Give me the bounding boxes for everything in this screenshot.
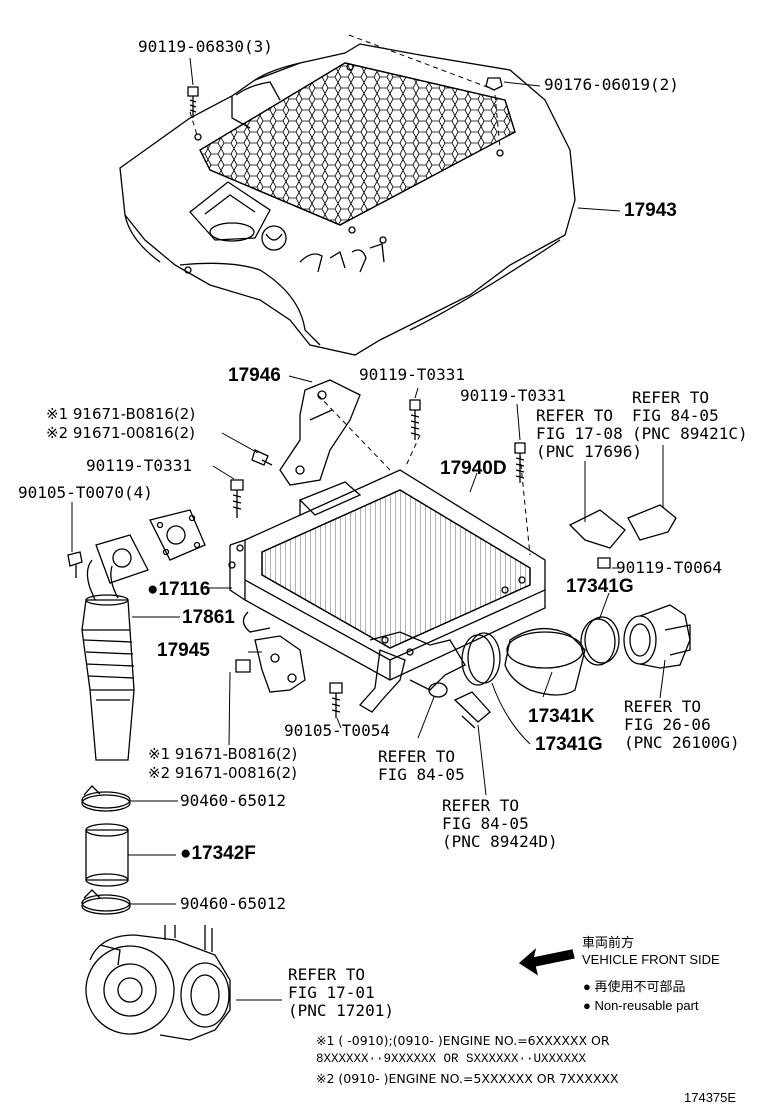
refer-line: REFER TO <box>632 388 710 407</box>
bolt-90119-t0331-a <box>409 399 421 440</box>
hose-17341k <box>504 627 586 696</box>
engine-cover-17943 <box>119 43 576 356</box>
sensor-89421c <box>627 504 677 541</box>
label-17940d: 17940D <box>440 458 507 479</box>
refer-fig-84-05-c: REFER TO FIG 84-05 (PNC 89424D) <box>442 797 558 851</box>
label-90176-06019: 90176-06019(2) <box>544 75 679 94</box>
label-17945: 17945 <box>157 640 210 661</box>
label-17341k: 17341K <box>528 706 595 727</box>
legend-front-en: VEHICLE FRONT SIDE <box>582 952 720 967</box>
bolt-90105-t0054 <box>329 682 343 718</box>
label-91671-b0816-b: ※1 91671-B0816(2) <box>148 745 298 763</box>
label-90460-65012-a: 90460-65012 <box>180 791 286 810</box>
label-17341g-a: 17341G <box>566 576 634 597</box>
hose-17342f <box>85 823 129 887</box>
bracket-17696 <box>568 509 626 549</box>
refer-line: FIG 84-05 <box>378 765 465 784</box>
pipe-17861 <box>81 559 135 761</box>
label-90119-t0331-a: 90119-T0331 <box>359 365 465 384</box>
label-17342f: ●17342F <box>180 843 256 864</box>
sensor-89424d <box>453 691 491 729</box>
refer-line: FIG 26-06 <box>624 715 711 734</box>
refer-fig-84-05-b: REFER TO FIG 84-05 <box>378 748 465 784</box>
bracket-17946 <box>279 379 361 486</box>
label-90119-t0331-b: 90119-T0331 <box>460 386 566 405</box>
label-17943: 17943 <box>624 200 677 221</box>
label-90119-06830: 90119-06830(3) <box>138 37 273 56</box>
refer-line: REFER TO <box>536 406 614 425</box>
refer-line: REFER TO <box>378 747 456 766</box>
refer-line: FIG 17-01 <box>288 983 375 1002</box>
note-1b: 8XXXXXX··9XXXXXX OR SXXXXXX··UXXXXXX <box>316 1052 587 1066</box>
gasket-17116 <box>95 509 206 584</box>
refer-line: REFER TO <box>442 796 520 815</box>
refer-fig-17-08: REFER TO FIG 17-08 (PNC 17696) <box>536 407 642 461</box>
bolt-91671-b0816-top <box>251 449 273 466</box>
intercooler-17940d <box>228 469 546 691</box>
clamp-17341g-left <box>461 632 501 686</box>
refer-fig-17-01: REFER TO FIG 17-01 (PNC 17201) <box>288 966 394 1020</box>
label-90119-t0064: 90119-T0064 <box>616 558 722 577</box>
clamp-90460-65012-a <box>81 785 131 812</box>
bolt-90119-t0064 <box>597 557 611 569</box>
refer-line: (PNC 17696) <box>536 442 642 461</box>
bolt-90119-t0331-b <box>514 442 526 483</box>
turbocharger <box>85 925 231 1041</box>
refer-fig-26-06: REFER TO FIG 26-06 (PNC 26100G) <box>624 698 740 752</box>
label-91671-b0816-a: ※1 91671-B0816(2) <box>46 405 196 423</box>
throttle-body <box>623 604 691 669</box>
refer-line: (PNC 26100G) <box>624 733 740 752</box>
label-90460-65012-b: 90460-65012 <box>180 894 286 913</box>
label-90105-t0054: 90105-T0054 <box>284 721 390 740</box>
label-17341g-b: 17341G <box>535 734 603 755</box>
refer-line: FIG 17-08 <box>536 424 623 443</box>
legend-nonreuse-jp: ● 再使用不可部品 <box>583 979 686 994</box>
note-2: ※2 (0910- )ENGINE NO.=5XXXXXX OR 7XXXXXX <box>316 1071 619 1086</box>
label-91671-00816-b: ※2 91671-00816(2) <box>148 764 297 782</box>
nut-90176-06019 <box>485 77 503 91</box>
bolt-91671-b0816-lower <box>235 659 251 673</box>
label-17116: ●17116 <box>147 579 211 600</box>
refer-line: (PNC 89424D) <box>442 832 558 851</box>
vehicle-front-arrow <box>518 948 575 976</box>
note-1a: ※1 ( -0910);(0910- )ENGINE NO.=6XXXXXX O… <box>316 1033 610 1048</box>
bracket-17945 <box>254 635 306 693</box>
refer-line: FIG 84-05 <box>442 814 529 833</box>
refer-line: FIG 84-05 <box>632 406 719 425</box>
legend-front-jp: 車両前方 <box>582 935 635 950</box>
clamp-90460-65012-b <box>81 889 131 915</box>
refer-line: (PNC 17201) <box>288 1001 394 1020</box>
label-17946: 17946 <box>228 365 281 386</box>
legend-nonreuse-en: ● Non-reusable part <box>583 998 699 1013</box>
label-17861: 17861 <box>182 607 235 628</box>
label-90105-t0070: 90105-T0070(4) <box>18 483 153 502</box>
refer-line: (PNC 89421C) <box>632 424 748 443</box>
clamp-17341g-right <box>580 616 620 666</box>
label-90119-t0331-c: 90119-T0331 <box>86 456 192 475</box>
refer-fig-84-05-a: REFER TO FIG 84-05 (PNC 89421C) <box>632 389 748 443</box>
figure-id: 174375E <box>684 1090 737 1105</box>
o-ring <box>428 682 448 698</box>
refer-line: REFER TO <box>624 697 702 716</box>
bolt-90119-06830 <box>187 86 199 118</box>
bolt-90105-t0070 <box>67 551 83 578</box>
refer-line: REFER TO <box>288 965 366 984</box>
bolt-90119-t0331-c <box>230 479 244 518</box>
label-91671-00816-a: ※2 91671-00816(2) <box>46 424 195 442</box>
